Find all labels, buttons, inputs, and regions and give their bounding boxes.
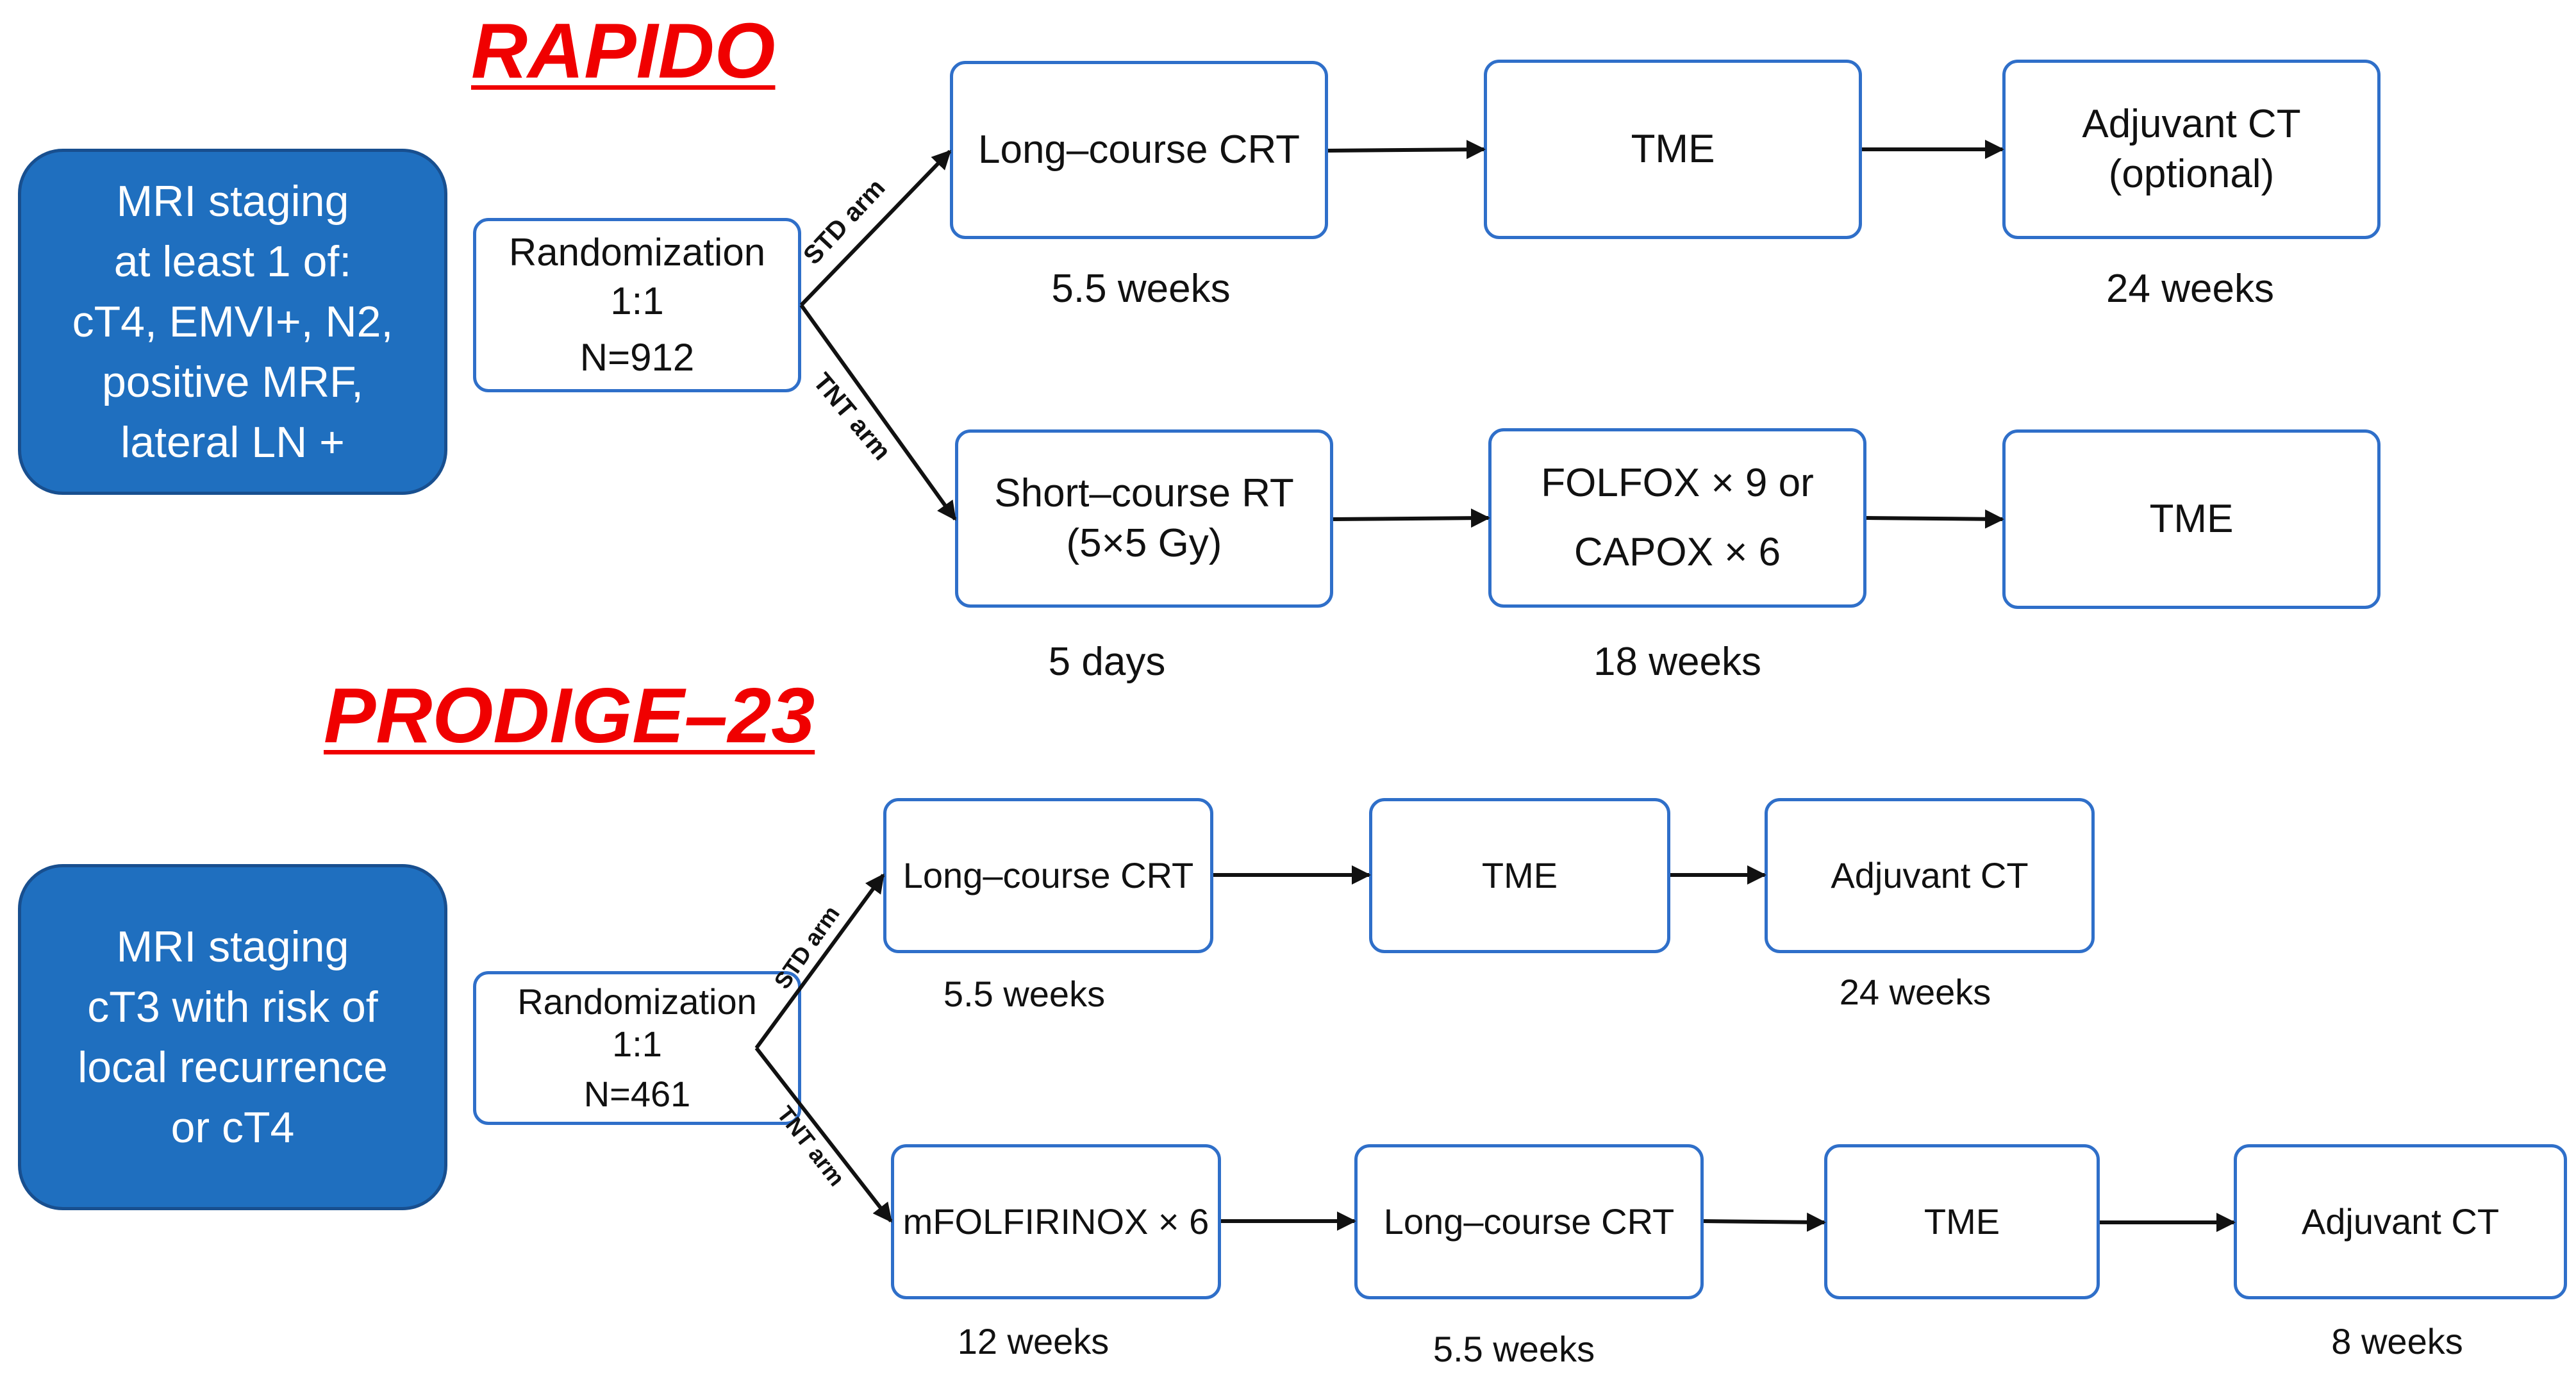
rapido-staging-line: positive MRF, xyxy=(101,358,364,406)
randomization-ratio: 1:1 xyxy=(610,279,664,322)
prodige-tnt-step-box: TME xyxy=(1824,1144,2100,1299)
prodige-std-step-box: Adjuvant CT xyxy=(1765,798,2095,953)
prodige-tnt-step-box: Long–course CRT xyxy=(1354,1144,1704,1299)
rapido-std-duration: 24 weeks xyxy=(2106,267,2274,311)
prodige-staging-box: MRI staging cT3 with risk of local recur… xyxy=(18,864,447,1210)
rapido-title: RAPIDO xyxy=(471,7,776,94)
step-label: Long–course CRT xyxy=(1383,1201,1675,1242)
rapido-tnt-branch-arrow xyxy=(799,304,957,521)
rapido-staging-line: at least 1 of: xyxy=(113,237,352,286)
randomization-n: N=461 xyxy=(583,1074,691,1114)
step-label: Adjuvant CT xyxy=(1831,855,2029,895)
step-label: Long–course CRT xyxy=(977,128,1300,172)
step-label: (5×5 Gy) xyxy=(1066,521,1222,565)
rapido-tnt-duration: 18 weeks xyxy=(1593,640,1761,684)
prodige-staging-line: MRI staging xyxy=(116,922,349,971)
randomization-n: N=912 xyxy=(579,336,695,379)
prodige-title: PRODIGE–23 xyxy=(324,672,815,759)
randomization-label: Randomization xyxy=(508,231,766,274)
prodige-tnt-step-box: Adjuvant CT xyxy=(2234,1144,2567,1299)
rapido-std-step-box: TME xyxy=(1484,60,1862,239)
randomization-label: Randomization xyxy=(517,981,757,1022)
step-label: TME xyxy=(2149,497,2234,541)
rapido-tnt-step-box: TME xyxy=(2002,429,2381,609)
prodige-staging-line: cT3 with risk of xyxy=(87,983,378,1031)
rapido-tnt-step-box: Short–course RT (5×5 Gy) xyxy=(955,429,1333,608)
prodige-tnt-branch-arrow xyxy=(754,1047,893,1223)
step-label: TME xyxy=(1631,127,1715,171)
randomization-ratio: 1:1 xyxy=(612,1024,662,1064)
step-label: (optional) xyxy=(2108,152,2275,196)
rapido-staging-line: cT4, EMVI+, N2, xyxy=(72,297,394,346)
prodige-tnt-duration: 5.5 weeks xyxy=(1433,1329,1595,1369)
prodige-tnt-duration: 12 weeks xyxy=(957,1321,1109,1361)
rapido-tnt-duration: 5 days xyxy=(1048,640,1166,684)
prodige-tnt-duration: 8 weeks xyxy=(2331,1321,2463,1361)
prodige-std-duration: 24 weeks xyxy=(1839,972,1991,1012)
step-label: TME xyxy=(1481,855,1558,895)
rapido-staging-line: MRI staging xyxy=(116,177,349,226)
step-label: TME xyxy=(1924,1201,2000,1242)
rapido-staging-box: MRI staging at least 1 of: cT4, EMVI+, N… xyxy=(18,149,447,495)
step-label: CAPOX × 6 xyxy=(1574,530,1781,574)
prodige-std-branch-arrow xyxy=(754,873,885,1049)
prodige-tnt-step-box: mFOLFIRINOX × 6 xyxy=(891,1144,1221,1299)
flow-arrow xyxy=(1333,508,1490,528)
prodige-std-step-box: Long–course CRT xyxy=(883,798,1213,953)
rapido-randomization-box: Randomization 1:1 N=912 xyxy=(473,218,801,392)
step-label: FOLFOX × 9 or xyxy=(1541,461,1814,505)
rapido-std-branch-arrow xyxy=(799,149,952,307)
prodige-staging-line: local recurrence xyxy=(78,1043,388,1092)
rapido-std-step-box: Long–course CRT xyxy=(950,61,1328,239)
step-label: mFOLFIRINOX × 6 xyxy=(902,1201,1209,1242)
rapido-staging-line: lateral LN + xyxy=(120,418,345,467)
flow-arrow xyxy=(1866,509,2004,529)
prodige-randomization-box: Randomization 1:1 N=461 xyxy=(473,971,801,1125)
step-label: Adjuvant CT xyxy=(2301,1201,2500,1242)
rapido-std-step-box: Adjuvant CT (optional) xyxy=(2002,60,2381,239)
prodige-std-duration: 5.5 weeks xyxy=(943,974,1106,1014)
prodige-staging-line: or cT4 xyxy=(170,1103,295,1152)
flow-arrow xyxy=(1327,140,1486,160)
rapido-std-duration: 5.5 weeks xyxy=(1051,267,1231,311)
flow-arrow xyxy=(1703,1212,1826,1232)
step-label: Short–course RT xyxy=(994,471,1294,515)
step-label: Long–course CRT xyxy=(902,855,1194,895)
step-label: Adjuvant CT xyxy=(2082,102,2301,146)
